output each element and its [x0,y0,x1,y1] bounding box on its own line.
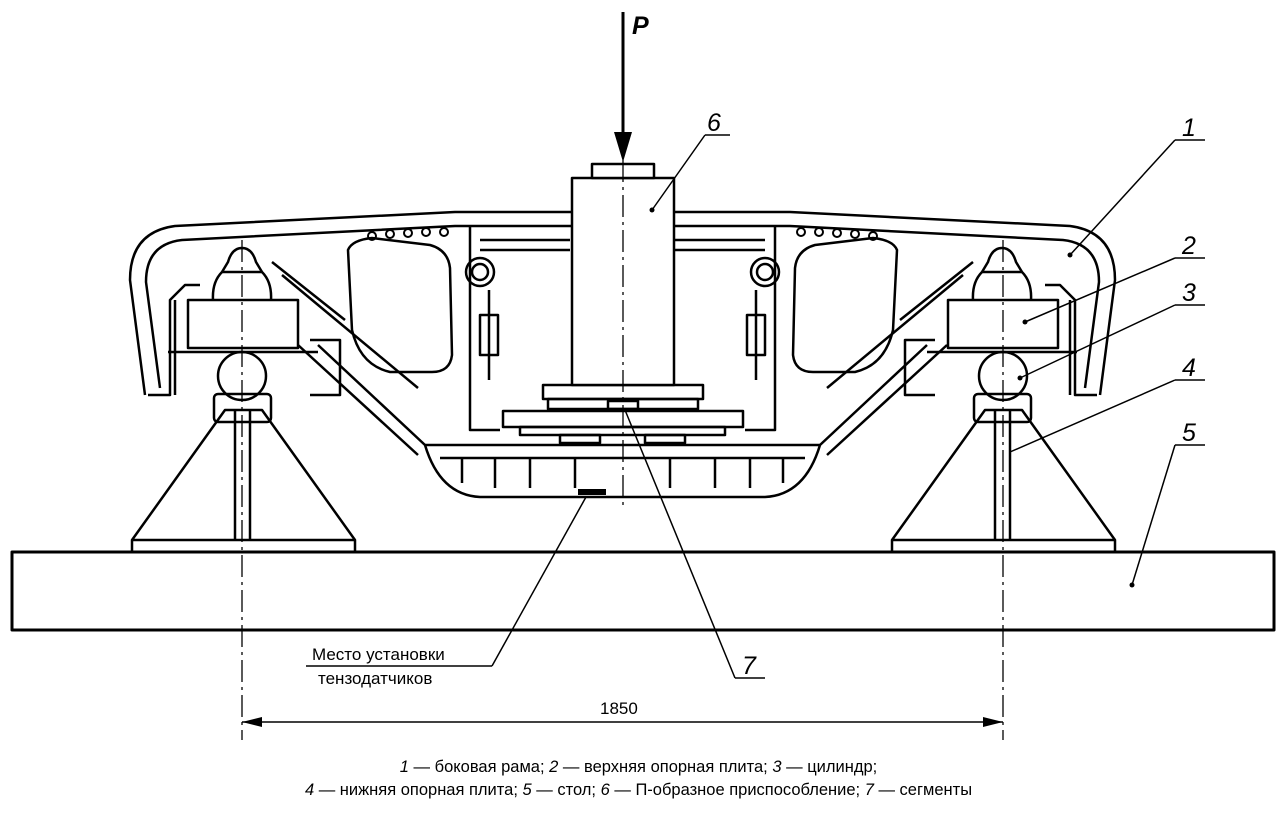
plate-dot [1022,319,1028,325]
table-dot [1129,582,1135,588]
pivot-rings [464,256,781,380]
callout-1: 1 [1182,114,1196,142]
caption-num: 5 [522,781,532,799]
fixture-dot [649,207,655,213]
figure-caption: 1 — боковая рама; 2 — верхняя опорная пл… [0,756,1277,802]
table [10,550,1276,632]
caption-text: — боковая рама; [408,758,550,776]
caption-num: 6 [600,781,610,799]
sensor-place-label-line1: Место установки [312,645,445,664]
cylinder-dot [1017,375,1023,381]
callout-4: 4 [1182,354,1196,382]
callout-6: 6 [707,109,721,137]
caption-num: 3 [772,758,782,776]
frame-dot [1067,252,1073,258]
force-label: P [632,12,649,40]
rivets [367,227,878,241]
caption-line-1: 1 — боковая рама; 2 — верхняя опорная пл… [0,756,1277,779]
caption-text: — П-образное приспособление; [609,781,865,799]
caption-text: — стол; [531,781,601,799]
caption-text: — верхняя опорная плита; [558,758,773,776]
caption-num: 2 [549,758,559,776]
caption-text: — нижняя опорная плита; [314,781,523,799]
sensor-place-label-line2: тензодатчиков [318,669,432,688]
load-arrow [614,12,632,162]
caption-num: 7 [864,781,874,799]
center-lines [241,160,1004,740]
dimension-label: 1850 [600,699,638,718]
caption-num: 1 [399,758,409,776]
callout-3: 3 [1182,279,1196,307]
callout-5: 5 [1182,419,1196,447]
left-upper-support-plate [186,246,300,350]
caption-text: — сегменты [873,781,973,799]
caption-num: 4 [304,781,315,799]
leader-lines [306,134,1205,679]
dimension-line [242,717,1003,727]
caption-line-2: 4 — нижняя опорная плита; 5 — стол; 6 — … [0,779,1277,802]
caption-text: — цилиндр; [781,758,878,776]
left-support-stand [130,392,357,552]
strain-gauge [578,489,606,495]
callout-2: 2 [1181,232,1196,260]
callout-7: 7 [742,652,757,680]
right-upper-support-plate [946,246,1060,350]
